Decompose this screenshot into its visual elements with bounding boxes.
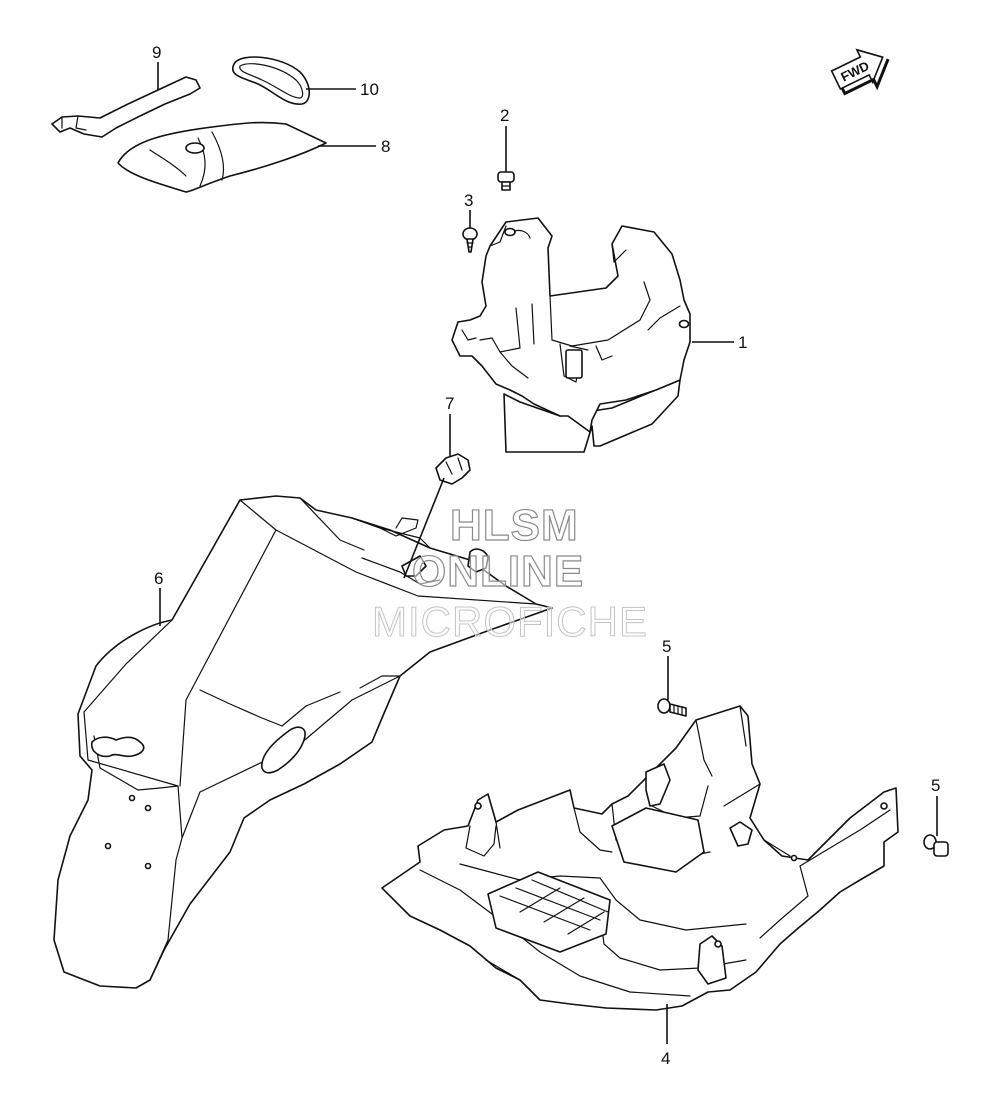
watermark-line-2: ONLINE xyxy=(412,547,584,596)
callout-1: 1 xyxy=(738,333,747,352)
part-2-bolt xyxy=(497,171,515,191)
callout-8: 8 xyxy=(381,137,390,156)
part-8-tool-bag xyxy=(117,121,327,193)
callout-10: 10 xyxy=(360,80,379,99)
callout-9: 9 xyxy=(152,43,161,62)
leader-7b xyxy=(403,477,445,579)
part-4-inner-fender xyxy=(381,705,899,1011)
part-1-battery-box xyxy=(451,217,691,453)
part-5-bolt-a xyxy=(657,698,687,717)
part-7-clip xyxy=(435,453,471,485)
callout-3: 3 xyxy=(464,191,473,210)
callout-labels: 9 10 8 2 3 1 7 6 5 5 4 xyxy=(152,43,940,1068)
callout-2: 2 xyxy=(500,106,509,125)
callout-6: 6 xyxy=(154,569,163,588)
watermark: HLSM ONLINE MICROFICHE xyxy=(372,500,648,645)
watermark-line-1: HLSM xyxy=(450,501,579,550)
callout-7: 7 xyxy=(445,394,454,413)
callout-5-upper: 5 xyxy=(662,637,671,656)
callout-4: 4 xyxy=(661,1049,670,1068)
part-10-band xyxy=(231,56,311,105)
part-5-bolt-b xyxy=(923,834,949,857)
watermark-line-3: MICROFICHE xyxy=(372,598,648,645)
part-3-screw xyxy=(462,227,478,253)
leader-lines xyxy=(157,62,938,1044)
part-9-wrench xyxy=(51,76,201,138)
callout-5-right: 5 xyxy=(931,776,940,795)
part-6-rear-fender xyxy=(53,495,553,989)
fwd-arrow-icon: FWD xyxy=(830,48,890,96)
